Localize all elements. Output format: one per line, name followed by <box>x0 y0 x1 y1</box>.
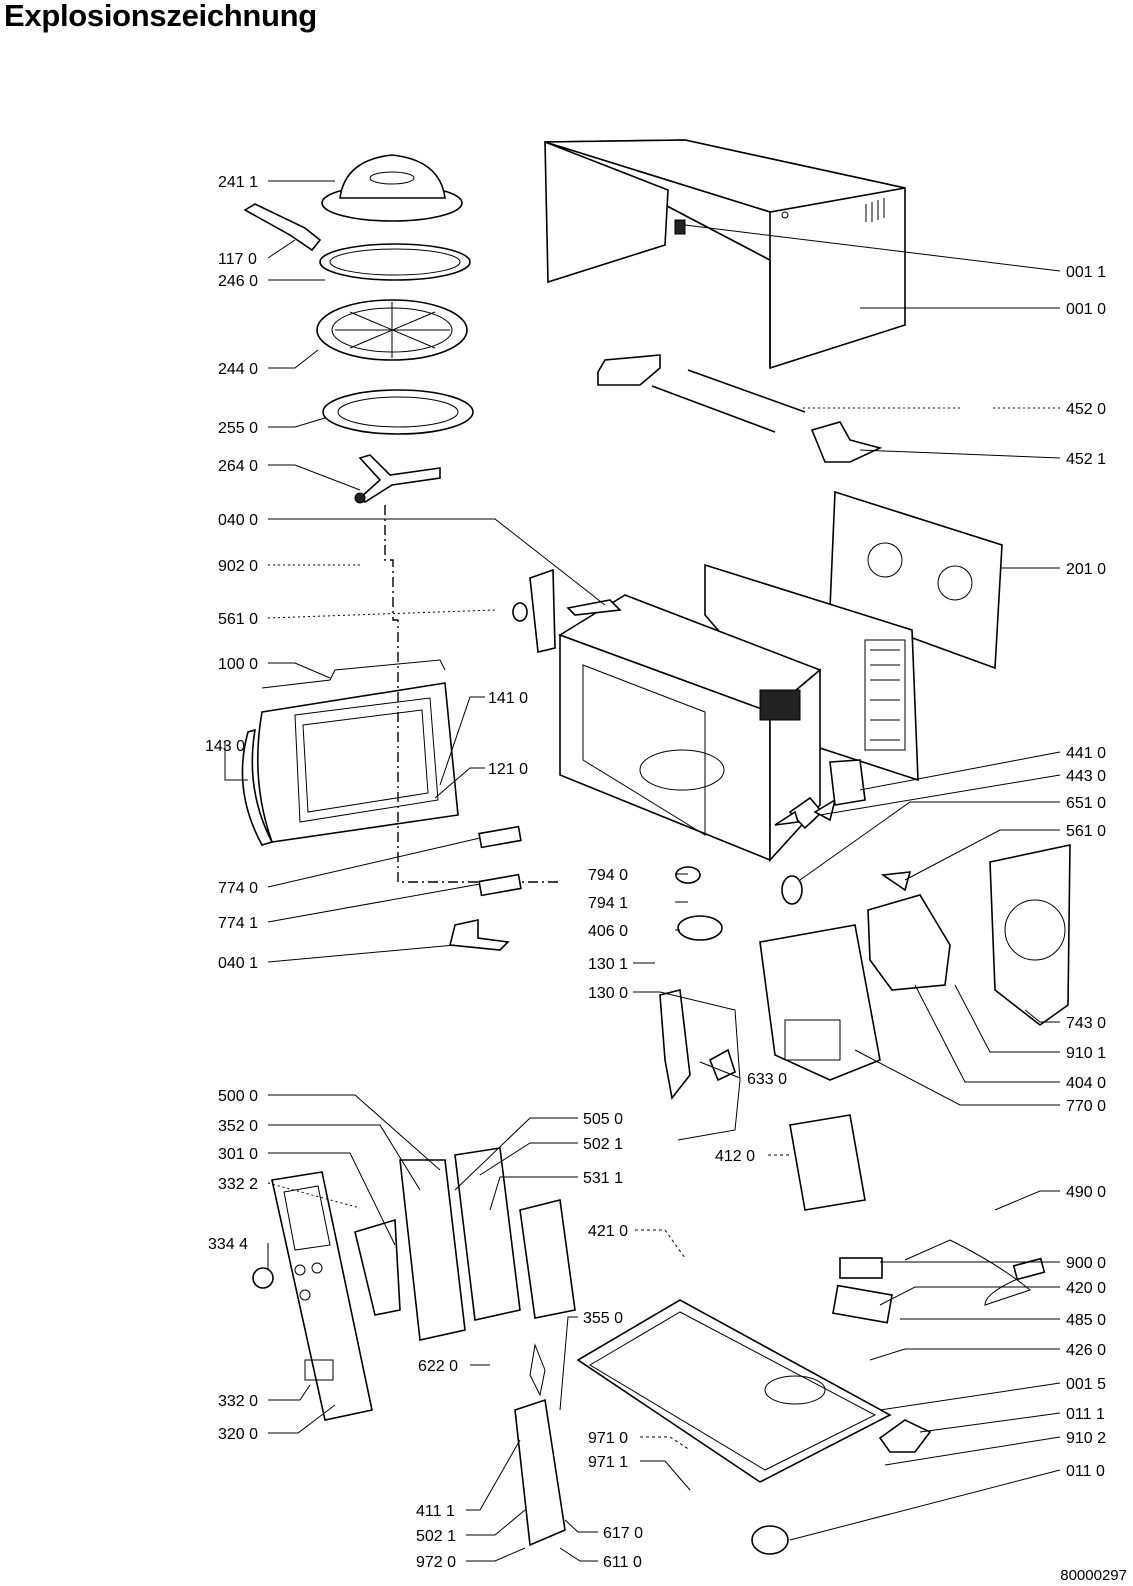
part-label: 794 0 <box>588 867 628 884</box>
part-label: 485 0 <box>1066 1312 1106 1329</box>
part-label: 246 0 <box>218 273 258 290</box>
part-label: 774 1 <box>218 915 258 932</box>
part-label: 971 1 <box>588 1454 628 1471</box>
part-label: 255 0 <box>218 420 258 437</box>
part-label: 633 0 <box>747 1071 787 1088</box>
part-label: 441 0 <box>1066 745 1106 762</box>
part-label: 617 0 <box>603 1525 643 1542</box>
part-label: 320 0 <box>218 1426 258 1443</box>
part-label: 561 0 <box>1066 823 1106 840</box>
part-drawings <box>241 139 1071 1555</box>
part-label: 334 4 <box>208 1236 248 1253</box>
control-panel-drawing <box>252 1147 576 1547</box>
part-label: 100 0 <box>218 656 258 673</box>
part-label: 201 0 <box>1066 561 1106 578</box>
part-label: 500 0 <box>218 1088 258 1105</box>
part-label: 241 1 <box>218 174 258 191</box>
part-label: 040 0 <box>218 512 258 529</box>
part-label: 355 0 <box>583 1310 623 1327</box>
part-label: 502 1 <box>583 1136 623 1153</box>
part-label: 426 0 <box>1066 1342 1106 1359</box>
part-label: 452 0 <box>1066 401 1106 418</box>
page-title: Explosionszeichnung <box>4 0 317 33</box>
part-label: 452 1 <box>1066 451 1106 468</box>
part-label: 531 1 <box>583 1170 623 1187</box>
part-label: 651 0 <box>1066 795 1106 812</box>
part-label: 443 0 <box>1066 768 1106 785</box>
outer-cabinet-drawing <box>544 139 906 370</box>
part-label: 117 0 <box>218 251 257 268</box>
part-label: 774 0 <box>218 880 258 897</box>
part-label: 011 1 <box>1066 1406 1105 1423</box>
part-label: 900 0 <box>1066 1255 1106 1272</box>
part-label: 770 0 <box>1066 1098 1106 1115</box>
part-label: 411 1 <box>416 1503 455 1520</box>
part-label: 902 0 <box>218 558 258 575</box>
part-label: 971 0 <box>588 1430 628 1447</box>
part-label: 121 0 <box>488 761 528 778</box>
part-label: 490 0 <box>1066 1184 1106 1201</box>
part-label: 910 1 <box>1066 1045 1106 1062</box>
part-label: 420 0 <box>1066 1280 1106 1297</box>
part-label: 404 0 <box>1066 1075 1106 1092</box>
part-label: 040 1 <box>218 955 258 972</box>
part-label: 406 0 <box>588 923 628 940</box>
small-components-drawing <box>448 568 736 1100</box>
part-label: 011 0 <box>1066 1463 1105 1480</box>
part-label: 743 0 <box>1066 1015 1106 1032</box>
part-label: 130 1 <box>588 956 628 973</box>
part-label: 244 0 <box>218 361 258 378</box>
part-label: 502 1 <box>416 1528 456 1545</box>
part-label: 332 2 <box>218 1176 258 1193</box>
part-label: 910 2 <box>1066 1430 1106 1447</box>
part-label: 301 0 <box>218 1146 258 1163</box>
part-label: 332 0 <box>218 1393 258 1410</box>
leader-lines <box>224 180 1061 1562</box>
mounting-rails-drawing <box>597 354 883 463</box>
part-label: 001 1 <box>1066 264 1106 281</box>
part-label: 264 0 <box>218 458 258 475</box>
part-label: 001 0 <box>1066 301 1106 318</box>
part-labels: 241 1 117 0 246 0 244 0 255 0 264 0 040 … <box>205 174 1106 1571</box>
fan-transformer-drawing <box>759 759 1071 1081</box>
power-cord-drawing <box>789 1114 1046 1324</box>
part-label: 561 0 <box>218 611 258 628</box>
rear-plate-drawing <box>829 490 1003 670</box>
part-label: 130 0 <box>588 985 628 1002</box>
oven-cavity-drawing <box>558 594 822 863</box>
axis-lines-drawing <box>384 505 560 883</box>
part-label: 143 0 <box>205 738 245 755</box>
document-number: 80000297 <box>1060 1567 1127 1584</box>
part-label: 001 5 <box>1066 1376 1106 1393</box>
base-plate-drawing <box>576 1299 932 1555</box>
part-label: 505 0 <box>583 1111 623 1128</box>
part-label: 794 1 <box>588 895 628 912</box>
door-drawing <box>241 659 459 846</box>
part-label: 141 0 <box>488 690 528 707</box>
part-label: 611 0 <box>603 1554 642 1571</box>
part-label: 412 0 <box>715 1148 755 1165</box>
turntable-parts-drawing <box>243 154 474 504</box>
part-label: 972 0 <box>416 1554 456 1571</box>
part-label: 421 0 <box>588 1223 628 1240</box>
part-label: 352 0 <box>218 1118 258 1135</box>
part-label: 622 0 <box>418 1358 458 1375</box>
